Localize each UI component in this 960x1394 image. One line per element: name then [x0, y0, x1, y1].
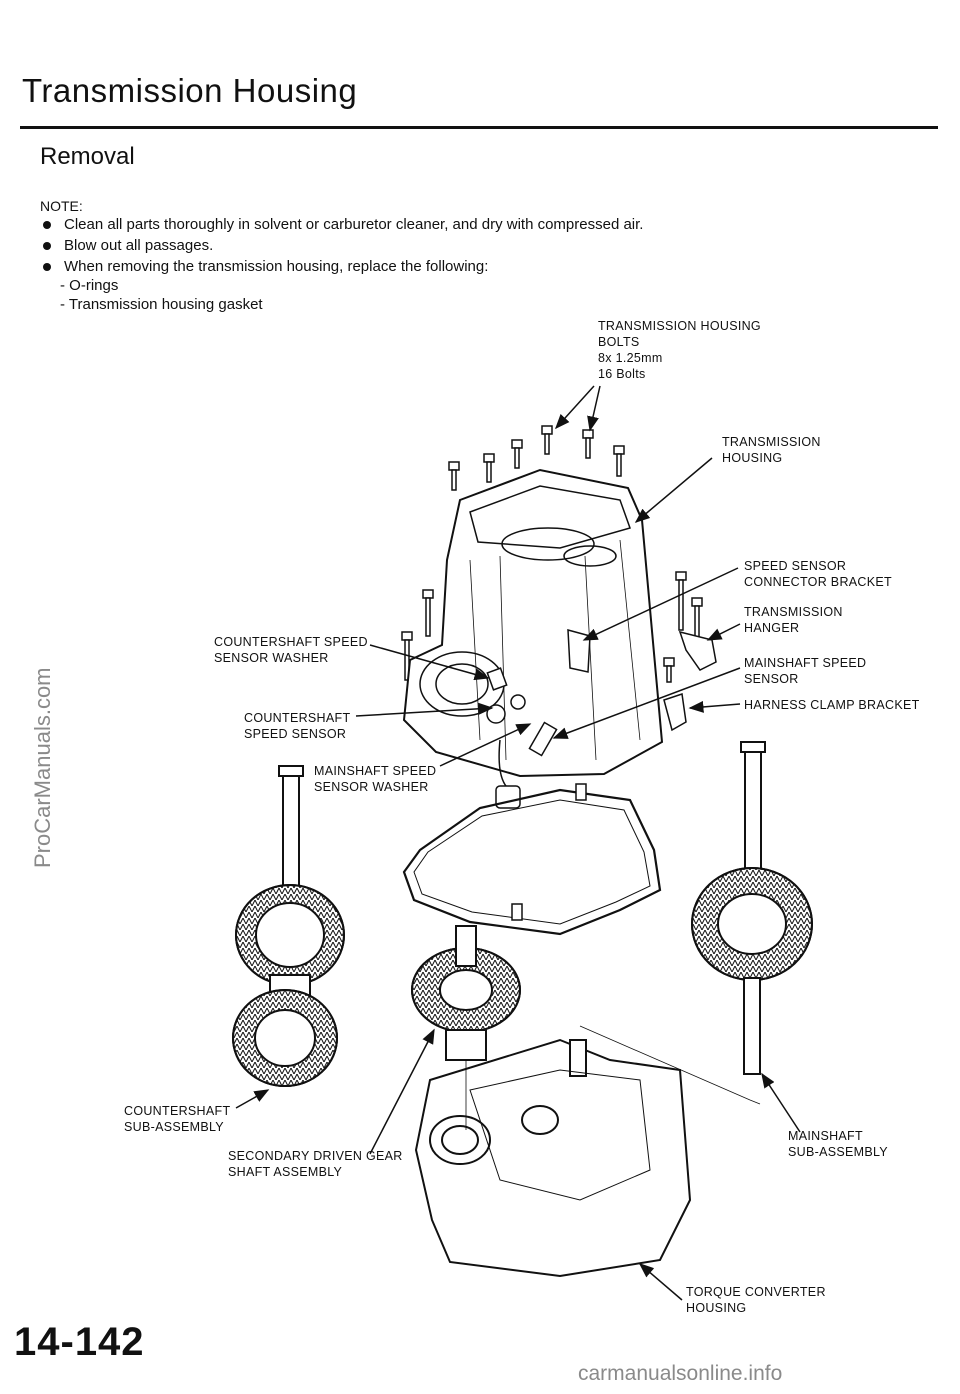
callout-countershaft-washer: COUNTERSHAFT SPEED SENSOR WASHER	[214, 635, 368, 665]
bolt-icon	[422, 589, 434, 637]
bolt-icon	[448, 461, 460, 491]
dowel-pin-icon	[511, 903, 523, 921]
callout-bolts: TRANSMISSION HOUSING BOLTS	[598, 319, 761, 349]
callout-speed-sensor-bracket: SPEED SENSOR CONNECTOR BRACKET	[744, 559, 892, 589]
callout-mainshaft-sub: MAINSHAFT SUB-ASSEMBLY	[788, 1129, 888, 1159]
title-rule	[20, 126, 938, 129]
callout-hanger: TRANSMISSION HANGER	[744, 605, 843, 635]
note-item: Blow out all passages.	[40, 235, 643, 256]
bolt-icon	[511, 439, 523, 469]
callout-secondary-gear: SECONDARY DRIVEN GEAR SHAFT ASSEMBLY	[228, 1149, 403, 1179]
bolt-icon	[675, 571, 687, 631]
page-title: Transmission Housing	[22, 72, 358, 109]
note-sub-list: - O-rings - Transmission housing gasket	[60, 276, 263, 314]
page-number: 14-142	[14, 1320, 145, 1364]
note-sub-item: - O-rings	[60, 277, 119, 294]
countershaft-drawing	[232, 765, 345, 1087]
callout-housing: TRANSMISSION HOUSING	[722, 435, 821, 465]
bolt-icon	[613, 445, 625, 477]
watermark-bottom: carmanualsonline.info	[578, 1362, 783, 1385]
dowel-pin-icon	[575, 783, 587, 801]
callout-mainshaft-sensor: MAINSHAFT SPEED SENSOR	[744, 656, 867, 686]
bolt-icon	[582, 429, 594, 459]
transmission-housing-drawing	[402, 468, 664, 778]
note-label: NOTE:	[40, 198, 83, 214]
leader-lines	[235, 385, 801, 1301]
callout-bolts-spec: 8x 1.25mm	[598, 351, 663, 365]
bolt-icon	[541, 425, 553, 455]
torque-converter-housing-drawing	[414, 1038, 692, 1278]
callout-countershaft-sub: COUNTERSHAFT SUB-ASSEMBLY	[124, 1104, 231, 1134]
callout-harness-clamp: HARNESS CLAMP BRACKET	[744, 698, 920, 712]
note-list: Clean all parts thoroughly in solvent or…	[40, 214, 643, 277]
watermark-side: ProCarManuals.com	[30, 667, 55, 868]
note-item: Clean all parts thoroughly in solvent or…	[40, 214, 643, 235]
secondary-gear-drawing	[411, 925, 521, 1061]
mainshaft-drawing	[691, 741, 813, 1075]
bolt-icon	[483, 453, 495, 483]
note-sub-item: - Transmission housing gasket	[60, 296, 263, 313]
section-subtitle: Removal	[40, 143, 135, 170]
callout-bolts-count: 16 Bolts	[598, 367, 646, 381]
callout-mainshaft-washer: MAINSHAFT SPEED SENSOR WASHER	[314, 764, 437, 794]
callout-countershaft-sensor: COUNTERSHAFT SPEED SENSOR	[244, 711, 351, 741]
callout-torque-converter: TORQUE CONVERTER HOUSING	[686, 1285, 826, 1315]
gasket-drawing	[402, 788, 662, 936]
bolt-icon	[663, 657, 675, 683]
note-item: When removing the transmission housing, …	[40, 256, 643, 277]
